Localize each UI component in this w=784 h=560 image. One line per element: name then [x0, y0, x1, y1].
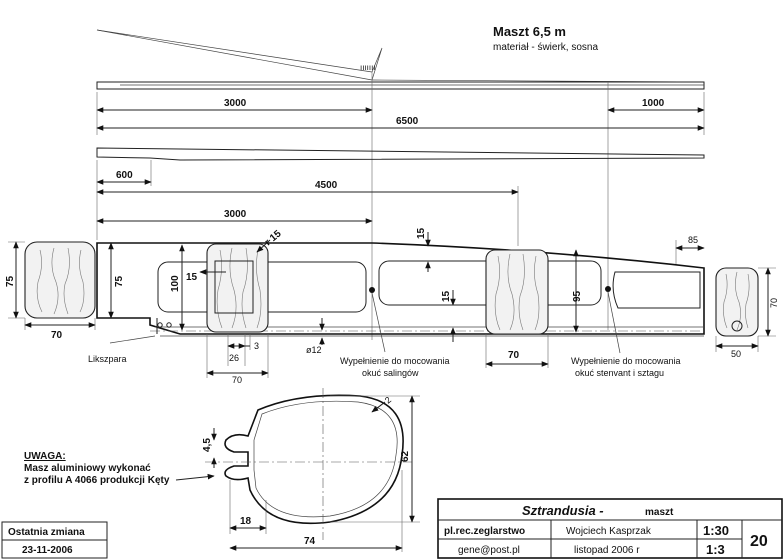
- label-stenwant-filler: Wypełnienie do mocowania okuć stenvant i…: [571, 291, 680, 378]
- dim-4500-label: 4500: [315, 180, 338, 191]
- dimension-6500: 6500: [96, 92, 705, 135]
- dimension-3000-mid: 3000: [96, 209, 373, 224]
- dimension-4500: 4500: [96, 160, 519, 246]
- dimension-profile-18: 18: [229, 480, 267, 534]
- dim-26-label: 26: [229, 353, 239, 363]
- title-block: Sztrandusia - maszt pl.rec.zeglarstwo Wo…: [437, 498, 783, 559]
- mast-detail-view: [96, 242, 705, 337]
- dim-3000-top-label: 3000: [224, 98, 247, 109]
- dimension-15-small: 15: [186, 269, 226, 283]
- drawing-title: Maszt 6,5 m: [493, 24, 566, 39]
- dimension-70-bottom: 70: [206, 334, 269, 385]
- title-block-sheet: 20: [750, 533, 768, 550]
- dimension-15-lower: 15: [441, 290, 456, 342]
- dim-600-label: 600: [116, 170, 133, 181]
- profile-62-label: 62: [400, 450, 411, 462]
- dimension-3: 3: [245, 334, 259, 351]
- section-right-width: 50: [731, 349, 741, 359]
- dim-15-upper-label: 15: [416, 227, 427, 239]
- title-block-email: gene@post.pl: [458, 545, 520, 556]
- dim-6500-label: 6500: [396, 116, 419, 127]
- last-change-box: Ostatnia zmiana 23-11-2006: [1, 521, 108, 559]
- dim-95-label: 95: [572, 290, 583, 302]
- dimension-3000-top: 3000: [96, 98, 373, 113]
- title-block-site: pl.rec.zeglarstwo: [444, 526, 525, 537]
- dimension-85: 85: [675, 235, 705, 264]
- dim-100-label: 100: [170, 275, 181, 292]
- saling-filler-line2: okuć salingów: [362, 368, 419, 378]
- dimension-profile-2: 2: [371, 395, 393, 413]
- dimension-profile-45: 4,5: [202, 428, 217, 468]
- title-block-scale2: 1:3: [706, 542, 725, 557]
- section-left: 70 75: [5, 241, 96, 341]
- dim-r15-label: r 15: [263, 228, 284, 248]
- dimension-profile-62: 62: [330, 395, 420, 523]
- dim-mast-75-label: 75: [114, 275, 125, 287]
- section-right: 50 70: [715, 267, 779, 359]
- note-line1: Masz aluminiowy wykonać: [24, 463, 151, 474]
- saling-filler-line1: Wypełnienie do mocowania: [340, 356, 449, 366]
- note-line2: z profilu A 4066 produkcji Kęty: [24, 475, 170, 486]
- dim-70-bottom-label: 70: [232, 375, 242, 385]
- dim-phi12-label: ø12: [306, 345, 322, 355]
- profile-45-label: 4,5: [202, 438, 213, 452]
- dimension-mast-75: 75: [108, 242, 125, 319]
- profile-18-label: 18: [240, 516, 252, 527]
- dimension-profile-74: 74: [229, 470, 403, 552]
- section-left-height: 75: [5, 275, 16, 287]
- last-change-date: 23-11-2006: [22, 545, 73, 556]
- dimension-phi12: ø12: [306, 318, 325, 355]
- dim-1000-label: 1000: [642, 98, 665, 109]
- stenwant-filler-line1: Wypełnienie do mocowania: [571, 356, 680, 366]
- dim-3000-mid-label: 3000: [224, 209, 247, 220]
- mast-side-view-top: ııııııı: [96, 29, 705, 340]
- filler-block-saling: [206, 243, 269, 333]
- likszpara-text: Likszpara: [88, 354, 127, 364]
- dim-3-label: 3: [254, 341, 259, 351]
- vertical-marks: ııııııı: [360, 63, 376, 72]
- note-heading: UWAGA:: [24, 451, 66, 462]
- filler-block-stenwant: [485, 249, 549, 335]
- dimension-70-right: 70: [485, 334, 549, 368]
- aluminium-profile-section: [205, 388, 412, 540]
- dimension-26: 26: [227, 334, 246, 366]
- dimension-1000: 1000: [607, 98, 705, 113]
- section-right-height: 70: [769, 298, 779, 308]
- dim-15-small-label: 15: [186, 272, 198, 283]
- section-left-width: 70: [51, 330, 63, 341]
- profile-2-label: 2: [383, 395, 393, 406]
- title-block-part: maszt: [645, 507, 674, 518]
- dimension-100: 100: [170, 244, 185, 331]
- stenwant-filler-line2: okuć stenvant i sztagu: [575, 368, 664, 378]
- dim-15-lower-label: 15: [441, 290, 452, 302]
- dimension-15-upper: 15: [416, 227, 431, 272]
- label-likszpara: Likszpara: [88, 335, 156, 364]
- profile-74-label: 74: [304, 536, 316, 547]
- dim-70-right-label: 70: [508, 350, 520, 361]
- title-block-author: Wojciech Kasprzak: [566, 526, 652, 537]
- dimension-600: 600: [96, 160, 152, 186]
- dimension-r15: r 15: [256, 228, 284, 253]
- title-block-project: Sztrandusia -: [522, 503, 604, 518]
- drawing-material: materiał - świerk, sosna: [493, 42, 598, 53]
- note-uwaga: UWAGA: Masz aluminiowy wykonać z profilu…: [24, 451, 215, 486]
- dimension-95: 95: [572, 249, 583, 333]
- mast-side-view-mid: [96, 147, 705, 161]
- last-change-label: Ostatnia zmiana: [8, 527, 85, 538]
- title-block-scale1: 1:30: [703, 523, 729, 538]
- dim-85-label: 85: [688, 235, 698, 245]
- title-block-date: listopad 2006 r: [574, 545, 640, 556]
- label-saling-filler: Wypełnienie do mocowania okuć salingów: [340, 292, 449, 378]
